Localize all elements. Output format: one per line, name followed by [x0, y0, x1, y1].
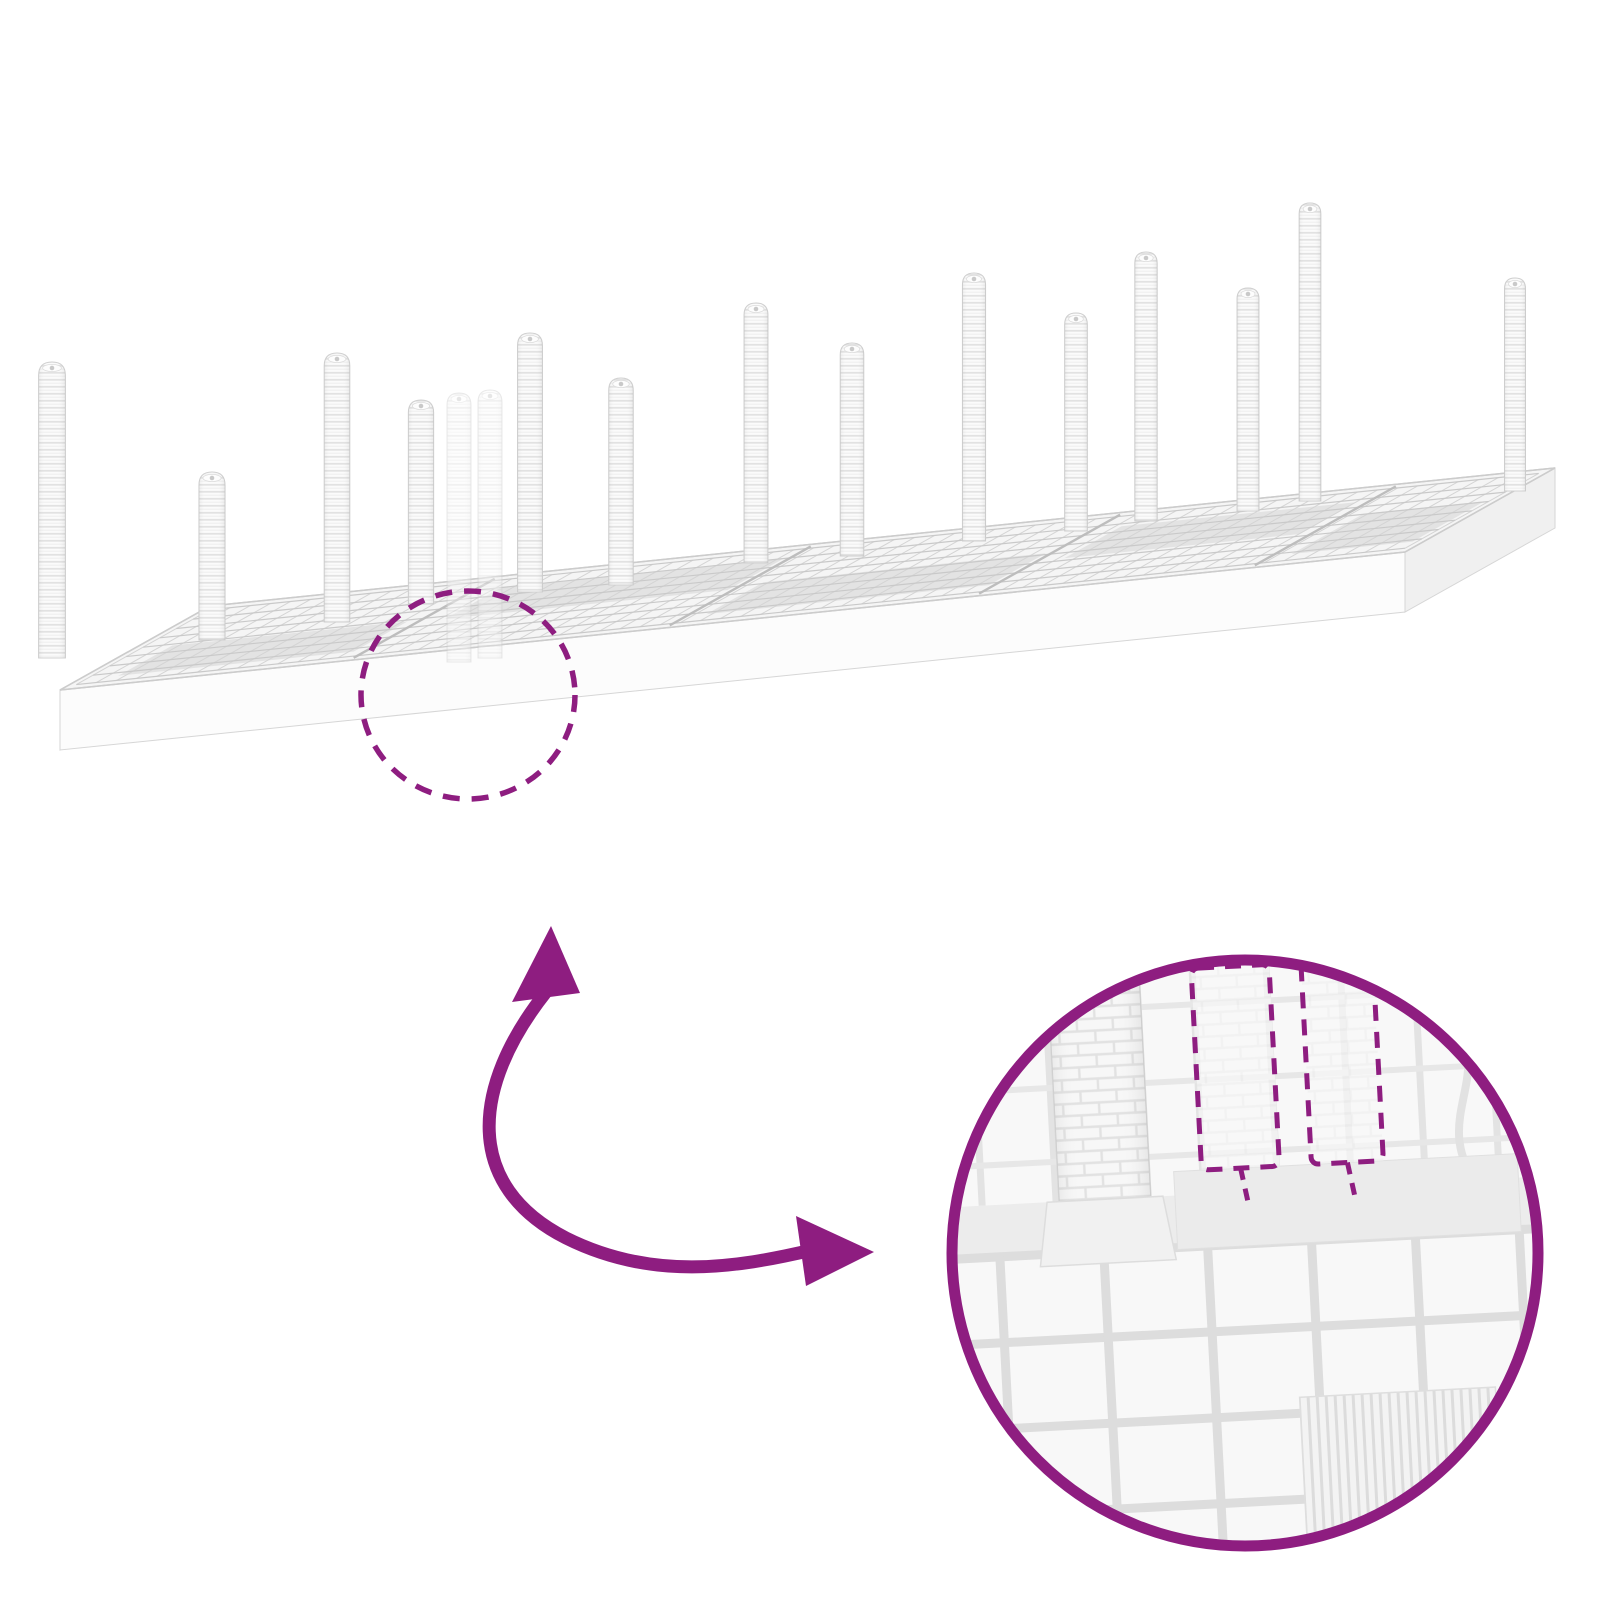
clip-mark — [1035, 1016, 1045, 1024]
peg — [961, 272, 987, 542]
zoom-circle-border — [946, 954, 1544, 1552]
peg — [1298, 202, 1322, 502]
peg — [407, 399, 435, 605]
arrow-head-top-icon — [512, 926, 580, 1002]
peg — [1504, 277, 1526, 492]
peg — [323, 352, 351, 623]
rotate-arrow — [482, 926, 874, 1286]
zoom-detail — [955, 963, 1535, 1543]
peg-tip — [450, 394, 468, 403]
zoom-peg-base — [1039, 1195, 1178, 1268]
peg-tip — [481, 391, 499, 400]
peg — [1064, 312, 1088, 532]
peg — [198, 471, 226, 641]
peg-rack — [38, 202, 1556, 751]
peg — [1236, 287, 1260, 512]
ghost-peg — [477, 389, 503, 659]
peg — [1134, 251, 1158, 522]
ribbed-panel — [1298, 1386, 1504, 1543]
peg — [608, 377, 634, 586]
peg — [517, 332, 543, 593]
callout-circle — [358, 588, 578, 802]
peg — [839, 342, 865, 557]
peg — [743, 302, 769, 564]
arrow-head-bottom-icon — [796, 1216, 874, 1286]
ghost-peg — [446, 392, 472, 663]
arrow-curve — [482, 985, 819, 1274]
zoom-callout — [946, 954, 1544, 1552]
clip-mark — [1009, 1017, 1026, 1025]
slot-strip — [445, 558, 785, 619]
slot-strip — [706, 553, 1046, 615]
ghost-slot-outline — [1298, 963, 1386, 1167]
peg — [38, 361, 66, 659]
